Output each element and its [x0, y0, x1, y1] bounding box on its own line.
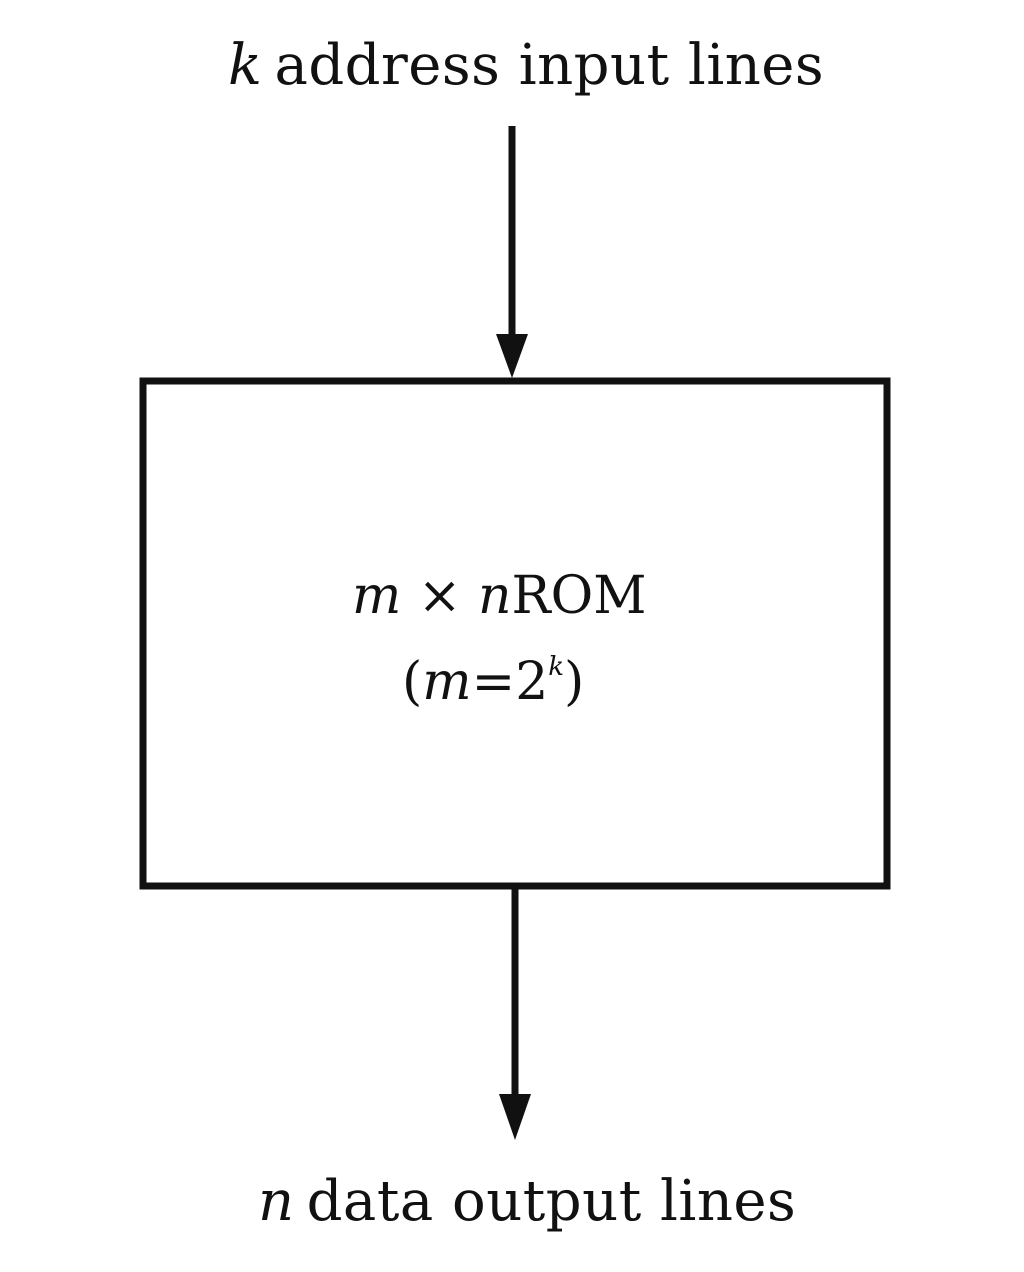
- rom-text: ROM: [511, 566, 647, 626]
- word-count-variable: m: [422, 652, 472, 712]
- input-count-variable: k: [228, 33, 263, 98]
- input-label-text: address input lines: [274, 33, 825, 98]
- output-arrow-head: [499, 1094, 531, 1140]
- power-base: 2: [515, 652, 549, 712]
- rom-word-count-label: (m=2k): [402, 654, 584, 708]
- rom-n-variable: n: [477, 566, 512, 626]
- open-paren: (: [402, 652, 423, 712]
- rom-times-symbol: ×: [417, 566, 462, 626]
- equals-sign: =: [471, 652, 516, 712]
- rom-size-label: m × nROM: [352, 570, 646, 622]
- rom-m-variable: m: [352, 566, 402, 626]
- output-label-text: data output lines: [306, 1169, 797, 1234]
- close-paren: ): [564, 652, 585, 712]
- rom-box: [139, 377, 891, 890]
- power-exponent: k: [548, 652, 565, 682]
- output-count-variable: n: [258, 1169, 295, 1234]
- input-arrow-head: [496, 334, 528, 378]
